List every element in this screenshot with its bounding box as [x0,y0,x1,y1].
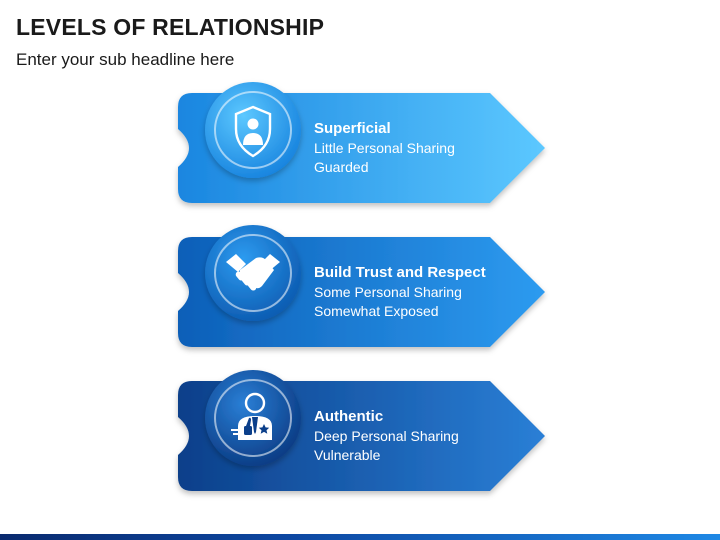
level-card-authentic [178,370,545,491]
page-subtitle: Enter your sub headline here [16,50,235,69]
level-text-superficial: Superficial Little Personal Sharing Guar… [314,119,455,177]
shield-person-icon [234,105,272,158]
level-title: Authentic [314,408,384,425]
level-card-build-trust [178,225,545,347]
level-title: Superficial [314,120,391,137]
level-line-2: Guarded [314,159,369,175]
page-title: LEVELS OF RELATIONSHIP [16,14,325,40]
handshake-icon [226,254,280,291]
level-title: Build Trust and Respect [314,264,486,281]
level-text-authentic: Authentic Deep Personal Sharing Vulnerab… [314,407,459,465]
level-line-1: Little Personal Sharing [314,140,455,156]
level-line-2: Somewhat Exposed [314,303,439,319]
level-card-superficial [178,82,545,203]
level-text-build-trust: Build Trust and Respect Some Personal Sh… [314,263,486,321]
bottom-accent-bar [0,534,720,540]
level-line-2: Vulnerable [314,447,381,463]
level-line-1: Deep Personal Sharing [314,428,459,444]
level-line-1: Some Personal Sharing [314,284,462,300]
person-thumbs-up-icon [231,392,272,440]
